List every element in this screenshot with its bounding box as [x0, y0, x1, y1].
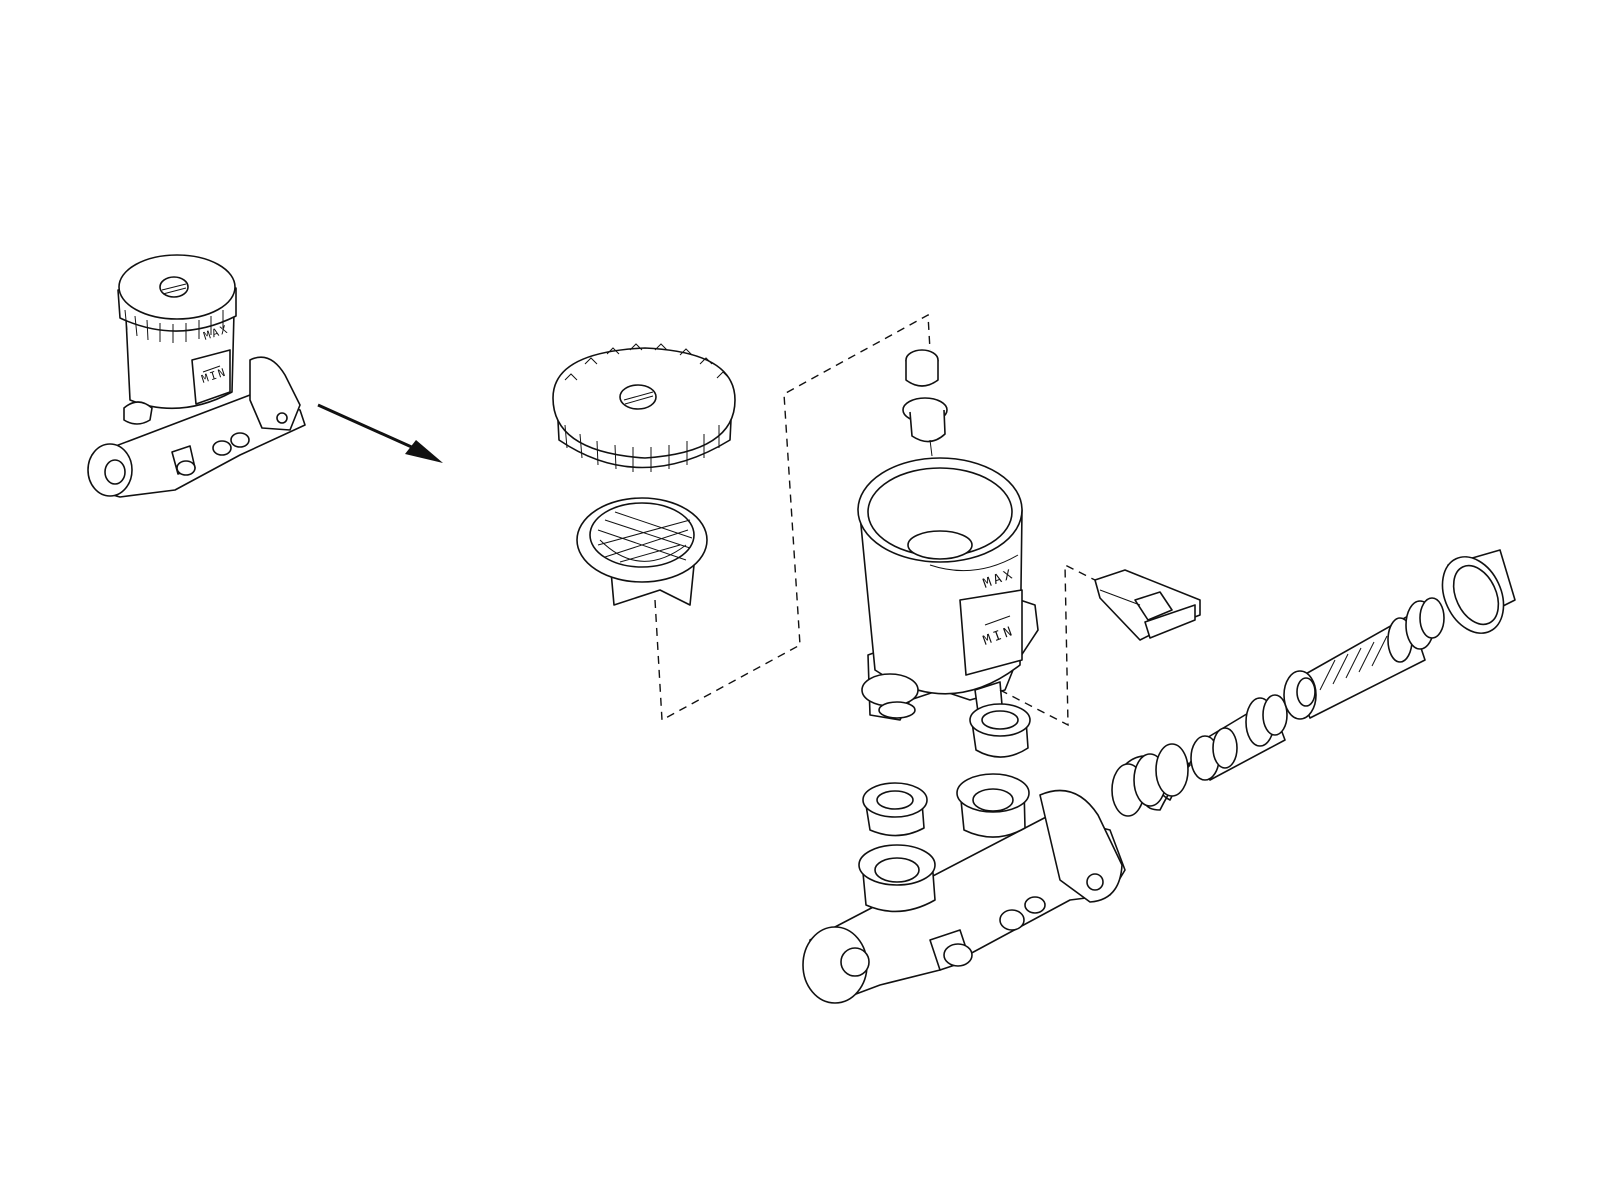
assembly-guide-line — [654, 313, 931, 722]
grommet-upper — [969, 703, 1031, 758]
cylinder-body — [802, 773, 1126, 1004]
primary-piston — [1283, 597, 1445, 720]
reservoir-cap — [552, 343, 736, 472]
direction-arrow-icon — [317, 403, 443, 463]
piston-stopper-cap — [1441, 549, 1516, 634]
grommet-lower — [862, 782, 928, 837]
reservoir-strainer — [576, 497, 708, 606]
level-sensor-connector — [1094, 569, 1201, 641]
sensor-guide-line — [999, 563, 1096, 727]
reservoir-tank: MAX MIN — [857, 457, 1039, 721]
reservoir-pin — [902, 349, 948, 457]
return-spring — [1111, 743, 1196, 817]
secondary-piston — [1190, 694, 1288, 781]
assembled-master-cylinder: MAX MIN — [87, 254, 306, 498]
